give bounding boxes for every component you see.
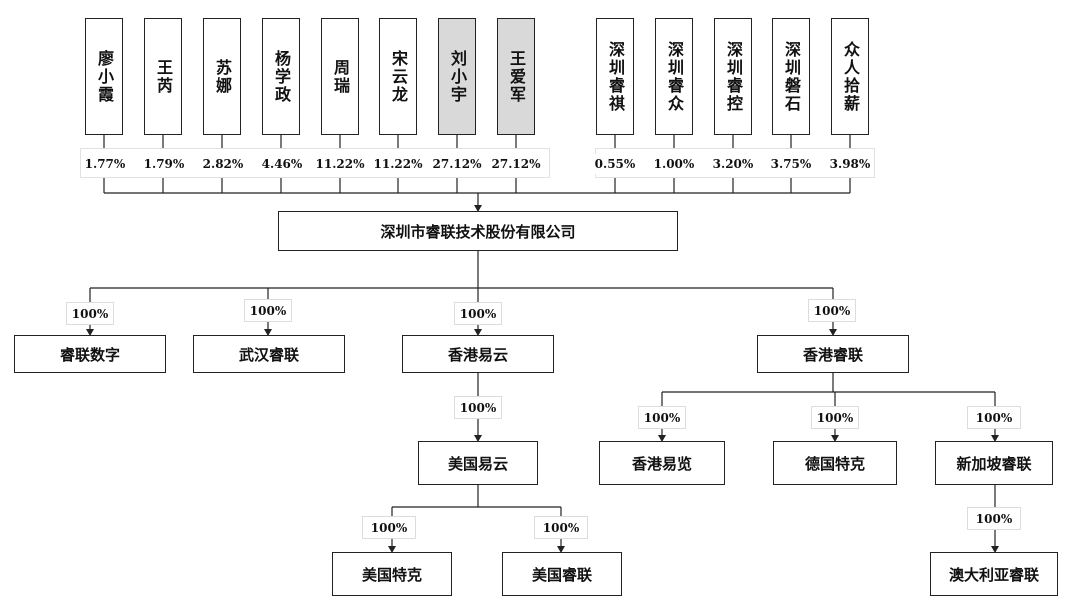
- shareholding-percentage: 3.98%: [827, 154, 873, 174]
- subsidiary-box-de-teke: 德国特克: [773, 441, 897, 485]
- ownership-percentage: 100%: [811, 406, 859, 429]
- shareholder-box: 周瑞: [321, 18, 359, 135]
- subsidiary-box-hk-yilan: 香港易览: [599, 441, 725, 485]
- ownership-percentage: 100%: [244, 299, 292, 322]
- controlling-shareholder-box: 王爱军: [497, 18, 535, 135]
- subsidiary-box-us-ruilian: 美国睿联: [502, 552, 622, 596]
- subsidiary-box-ruilian-digital: 睿联数字: [14, 335, 166, 373]
- shareholding-percentage: 11.22%: [373, 154, 423, 174]
- shareholder-box: 深圳磐石: [772, 18, 810, 135]
- subsidiary-box-us-yiyun: 美国易云: [418, 441, 538, 485]
- shareholding-percentage: 3.75%: [768, 154, 814, 174]
- ownership-percentage: 100%: [454, 396, 502, 419]
- shareholding-percentage: 11.22%: [315, 154, 365, 174]
- shareholding-percentage: 3.20%: [710, 154, 756, 174]
- company-box: 深圳市睿联技术股份有限公司: [278, 211, 678, 251]
- shareholding-percentage: 1.79%: [141, 154, 187, 174]
- ownership-percentage: 100%: [808, 299, 856, 322]
- shareholding-percentage: 1.00%: [651, 154, 697, 174]
- subsidiary-box-hk-ruilian: 香港睿联: [757, 335, 909, 373]
- shareholder-box: 杨学政: [262, 18, 300, 135]
- ownership-percentage: 100%: [638, 406, 686, 429]
- subsidiary-box-us-teke: 美国特克: [332, 552, 452, 596]
- shareholder-box: 深圳睿祺: [596, 18, 634, 135]
- subsidiary-box-sg-ruilian: 新加坡睿联: [935, 441, 1053, 485]
- shareholding-percentage: 27.12%: [432, 154, 482, 174]
- subsidiary-box-hk-yiyun: 香港易云: [402, 335, 554, 373]
- ownership-percentage: 100%: [362, 516, 416, 539]
- ownership-percentage: 100%: [454, 302, 502, 325]
- ownership-percentage: 100%: [66, 302, 114, 325]
- shareholder-box: 众人拾薪: [831, 18, 869, 135]
- shareholding-percentage: 2.82%: [200, 154, 246, 174]
- shareholding-percentage: 4.46%: [259, 154, 305, 174]
- shareholding-percentage: 27.12%: [491, 154, 541, 174]
- subsidiary-box-au-ruilian: 澳大利亚睿联: [930, 552, 1058, 596]
- shareholder-box: 深圳睿控: [714, 18, 752, 135]
- shareholder-box: 宋云龙: [379, 18, 417, 135]
- shareholding-percentage: 1.77%: [82, 154, 128, 174]
- shareholding-percentage: 0.55%: [592, 154, 638, 174]
- ownership-percentage: 100%: [967, 507, 1021, 530]
- subsidiary-box-wuhan-ruilian: 武汉睿联: [193, 335, 345, 373]
- shareholder-box: 苏娜: [203, 18, 241, 135]
- shareholder-box: 深圳睿众: [655, 18, 693, 135]
- ownership-percentage: 100%: [534, 516, 588, 539]
- shareholder-box: 廖小霞: [85, 18, 123, 135]
- ownership-percentage: 100%: [967, 406, 1021, 429]
- shareholder-box: 王芮: [144, 18, 182, 135]
- controlling-shareholder-box: 刘小宇: [438, 18, 476, 135]
